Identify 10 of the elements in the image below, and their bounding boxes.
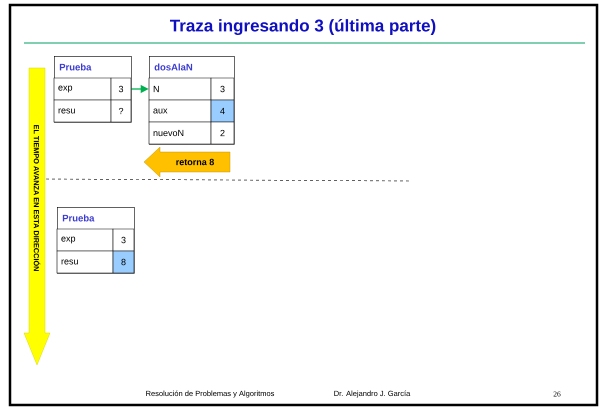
table-cell: aux <box>148 100 212 122</box>
slide-title: Traza ingresando 3 (última parte) <box>170 18 436 36</box>
table-cell: 2 <box>210 122 234 144</box>
table-cell: 3 <box>210 78 234 100</box>
table-cell: 3 <box>110 78 132 100</box>
table-cell: 3 <box>112 228 134 252</box>
table-cell: resu <box>56 250 114 274</box>
table-cell: 8 <box>112 250 134 274</box>
table-cell: 4 <box>210 100 234 122</box>
table-cell: ? <box>110 100 132 122</box>
